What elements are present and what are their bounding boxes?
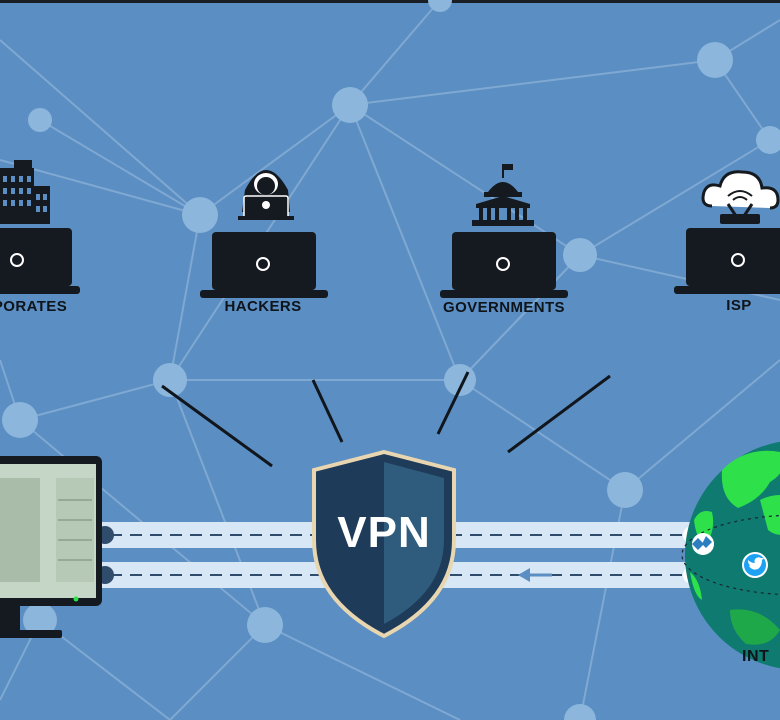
hacker-icon xyxy=(238,170,294,220)
office-building-icon xyxy=(0,160,50,224)
laptop-icon xyxy=(674,228,780,294)
arrow-left-icon xyxy=(518,568,552,582)
router-cloud-icon xyxy=(701,170,780,224)
laptop-icon xyxy=(200,232,328,298)
kodi-icon xyxy=(692,533,714,555)
label-corporates: PORATES xyxy=(0,298,68,315)
laptop-icon xyxy=(0,228,80,294)
government-building-icon xyxy=(472,164,534,226)
monitor-icon xyxy=(0,456,102,638)
label-governments: GOVERNMENTS xyxy=(443,299,565,316)
vpn-shield-icon xyxy=(312,449,456,639)
top-border xyxy=(0,0,780,3)
twitter-icon xyxy=(742,552,768,578)
globe-icon xyxy=(681,441,780,669)
laptop-icon xyxy=(440,232,568,298)
threat-connectors xyxy=(161,371,611,468)
label-internet: INT xyxy=(742,648,770,665)
label-isp: ISP xyxy=(726,297,752,314)
vpn-label: VPN xyxy=(337,508,431,557)
label-hackers: HACKERS xyxy=(224,298,302,315)
